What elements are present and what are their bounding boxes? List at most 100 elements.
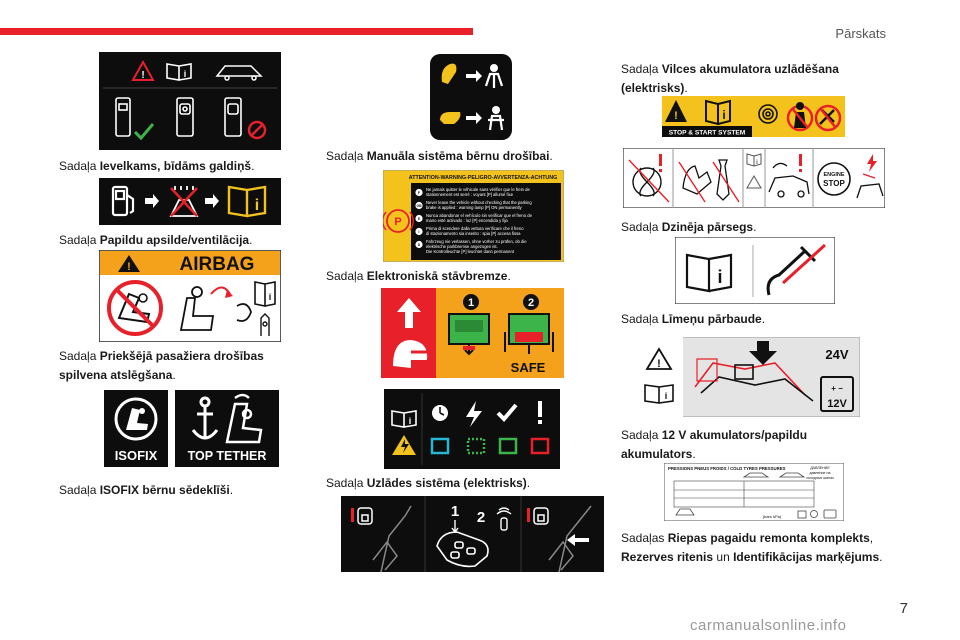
caption-link-tyre-repair[interactable]: Riepas pagaidu remonta komplekts	[667, 531, 870, 545]
language-badge	[415, 214, 423, 223]
car-electric-icon	[856, 173, 884, 199]
remote-signal-icon	[496, 507, 512, 531]
section-title: Pārskats	[835, 26, 886, 41]
language-code: D	[418, 243, 421, 247]
language-code: I	[419, 230, 420, 234]
safe-text: SAFE	[511, 360, 546, 375]
caption-charging: Sadaļa Uzlādes sistēma (elektrisks).	[326, 476, 531, 490]
svg-text:i: i	[756, 160, 758, 166]
car-tray-icon	[215, 65, 263, 81]
language-badge	[415, 201, 423, 210]
caption-link-parking-brake[interactable]: Elektroniskā stāvbremze	[366, 269, 508, 283]
language-code: GB	[416, 204, 422, 208]
tie-prohibited-icon	[716, 159, 730, 201]
fuel-pump-icon	[111, 185, 135, 217]
battery-label-image: ! i 24V + −12V	[635, 337, 860, 417]
svg-text:2: 2	[528, 297, 534, 309]
anchor-icon	[191, 396, 219, 440]
svg-text:i: i	[184, 69, 187, 79]
warning-icon	[665, 100, 687, 122]
caption-link-battery[interactable]: 12 V akumulators/papildu akumulators	[621, 428, 808, 461]
car-door-icon	[372, 505, 412, 572]
warning-line: mano esté activado : luz [P] encendida y…	[426, 218, 508, 223]
high-voltage-icon	[392, 435, 416, 455]
arrow-up-icon	[397, 298, 421, 328]
svg-text:i: i	[255, 197, 259, 214]
svg-text:давление на: давление на	[810, 471, 831, 475]
caption-link-charging[interactable]: Uzlādes sistēma (elektrisks)	[366, 476, 527, 490]
stop-start-label-image: STOP & START SYSTEM ! i	[662, 96, 845, 137]
arrow-right-icon-2	[205, 194, 219, 208]
book-info-icon	[746, 153, 762, 167]
tyre-pressure-label-image: PRESSIONS PNEUS FROIDS / COLD TYRES PRES…	[664, 463, 844, 521]
charge-indicator-green-dotted	[466, 437, 486, 455]
book-info-icon	[227, 185, 267, 218]
caption-link-isofix[interactable]: ISOFIX bērnu sēdeklīši	[99, 483, 230, 497]
caption-link-child-lock[interactable]: Manuāla sistēma bērnu drošībai	[366, 149, 550, 163]
caption-battery: Sadaļa 12 V akumulators/papildu akumulat…	[621, 428, 808, 461]
caption-link-level-check[interactable]: Līmeņu pārbaude	[661, 312, 762, 326]
warning-line: Fahrzeug nie verlassen, ohne vorher zu p…	[426, 239, 527, 244]
arrow-right-icon	[145, 194, 159, 208]
caption-tray: Sadaļa Ievelkams, bīdāms galdiņš.	[59, 159, 255, 173]
airbag-label-image: ! AIRBAG i	[99, 250, 281, 342]
caption-link-airbag[interactable]: Priekšējā pasažiera drošības spilvena at…	[59, 349, 264, 382]
engine-coil-icon	[758, 104, 778, 124]
hand-prohibited-icon	[682, 165, 712, 195]
lightning-red-icon	[867, 154, 877, 172]
svg-text:!: !	[141, 70, 144, 81]
svg-text:i: i	[717, 267, 722, 287]
red-marker-2	[527, 508, 530, 522]
safe-label-image: 1 2 SAFE	[381, 288, 564, 378]
key-switch-icon	[260, 313, 270, 336]
child-seat-tether-icon	[225, 393, 263, 444]
tray-label-image: ! i	[99, 52, 281, 150]
parking-brake-icon: P	[383, 209, 414, 233]
svg-text:i: i	[722, 108, 725, 122]
child-lock-off-icon	[440, 106, 504, 131]
warning-line: Never leave the vehicle without checking…	[426, 200, 532, 205]
mechanic-prohibited-icon	[786, 102, 814, 132]
timer-icon	[432, 405, 448, 421]
heating-prohibited-icon	[169, 186, 199, 217]
child-seat-prohibited-icon	[107, 280, 163, 336]
red-marker	[351, 508, 354, 522]
caption-link-identification[interactable]: Identifikācijas marķējums	[733, 550, 880, 564]
svg-text:!: !	[657, 358, 661, 370]
warning-line: Nunca abandonar el vehículo sin verifica…	[426, 213, 533, 218]
caption-link-tray[interactable]: Ievelkams, bīdāms galdiņš	[99, 159, 252, 173]
charge-indicator-red	[530, 437, 550, 455]
tray-open-icon	[176, 97, 194, 137]
flap-unlock-icon	[533, 507, 549, 525]
exclamation-red-icon	[659, 154, 662, 172]
isofix-child-seat-icon	[114, 397, 158, 441]
header-accent-bar	[0, 28, 473, 35]
child-lock-label-image	[430, 54, 512, 140]
charging-label-image: i	[384, 389, 560, 469]
language-code: F	[418, 191, 420, 195]
key-fob-icon	[436, 531, 489, 568]
svg-text:ENGINE: ENGINE	[823, 172, 844, 178]
caption-link-heating[interactable]: Papildu apsilde/ventilācija	[99, 233, 250, 247]
language-badge	[415, 188, 423, 197]
book-info-icon	[685, 253, 733, 293]
engine-bay-icon	[768, 162, 810, 198]
warning-icon	[118, 255, 140, 272]
caption-isofix: Sadaļa ISOFIX bērnu sēdeklīši.	[59, 483, 234, 497]
caption-link-spare-wheel[interactable]: Rezerves ritenis	[621, 550, 714, 564]
caption-link-traction-battery[interactable]: Vilces akumulatora uzlādēšana (elektrisk…	[621, 62, 839, 95]
tray-closed-icon	[115, 97, 131, 137]
jump-cables-icon	[694, 358, 814, 402]
isofix-label-image: ISOFIX	[104, 390, 168, 467]
svg-text:12V: 12V	[827, 398, 847, 410]
caption-child-lock: Sadaļa Manuāla sistēma bērnu drošībai.	[326, 149, 553, 163]
svg-text:STOP: STOP	[823, 179, 845, 188]
svg-text:i: i	[665, 391, 668, 401]
caption-link-bonnet[interactable]: Dzinēja pārsegs	[661, 220, 754, 234]
charge-indicator-green	[498, 437, 518, 455]
book-info-icon	[705, 99, 731, 126]
arrow-left-icon	[567, 534, 589, 546]
caption-traction-battery: Sadaļa Vilces akumulatora uzlādēšana (el…	[621, 62, 839, 95]
